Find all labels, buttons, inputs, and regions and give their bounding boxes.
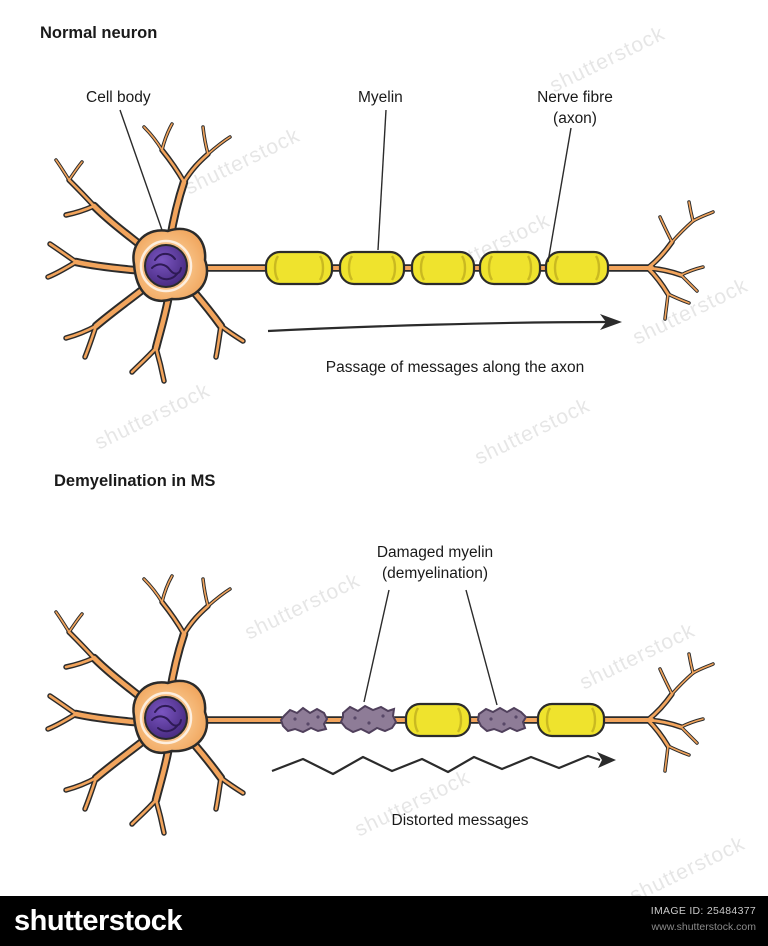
section-title-demyelination: Demyelination in MS (54, 472, 216, 490)
shutterstock-footer-bar: shutterstock IMAGE ID: 25484377 www.shut… (0, 896, 768, 946)
myelin-segment (544, 250, 610, 286)
image-meta: IMAGE ID: 25484377 www.shutterstock.com (651, 904, 756, 936)
shutterstock-logo: shutterstock (14, 905, 183, 937)
myelin-sheath-damaged (279, 702, 606, 738)
leader-line-myelin (377, 109, 387, 251)
label-damaged-myelin-line2: (demyelination) (382, 564, 488, 582)
label-myelin: Myelin (358, 89, 403, 106)
myelin-segment (410, 250, 476, 286)
shutterstock-url: www.shutterstock.com (651, 920, 756, 933)
damaged-myelin-patch (339, 704, 398, 735)
section-title-normal-neuron: Normal neuron (40, 24, 158, 42)
myelin-segment (404, 702, 472, 738)
label-damaged-myelin: Damaged myelin (demyelination) (340, 543, 530, 585)
label-nerve-fibre-line2: (axon) (553, 109, 597, 127)
myelin-segment (264, 250, 334, 286)
caption-distorted-messages: Distorted messages (391, 812, 529, 829)
leader-line-damaged-1 (363, 589, 390, 703)
caption-passage-of-messages: Passage of messages along the axon (325, 359, 585, 376)
label-damaged-myelin-line1: Damaged myelin (376, 544, 494, 561)
leader-line-damaged-2 (465, 589, 498, 706)
myelin-sheath (264, 250, 610, 286)
myelin-segment (478, 250, 542, 286)
leader-line-nerve-fibre (547, 127, 572, 263)
label-cell-body: Cell body (86, 89, 151, 106)
demyelinated-neuron (48, 576, 713, 833)
myelin-segment (338, 250, 406, 286)
label-nerve-fibre: Nerve fibre (axon) (505, 88, 645, 130)
damaged-myelin-patch (476, 706, 528, 734)
distorted-arrow (271, 752, 616, 776)
image-id-text: IMAGE ID: 25484377 (650, 905, 756, 917)
myelin-segment (536, 702, 606, 738)
damaged-myelin-patch (279, 706, 329, 734)
label-nerve-fibre-line1: Nerve fibre (537, 89, 613, 106)
normal-neuron (48, 109, 713, 381)
message-arrow (267, 314, 622, 333)
leader-line-cell-body (119, 109, 163, 231)
